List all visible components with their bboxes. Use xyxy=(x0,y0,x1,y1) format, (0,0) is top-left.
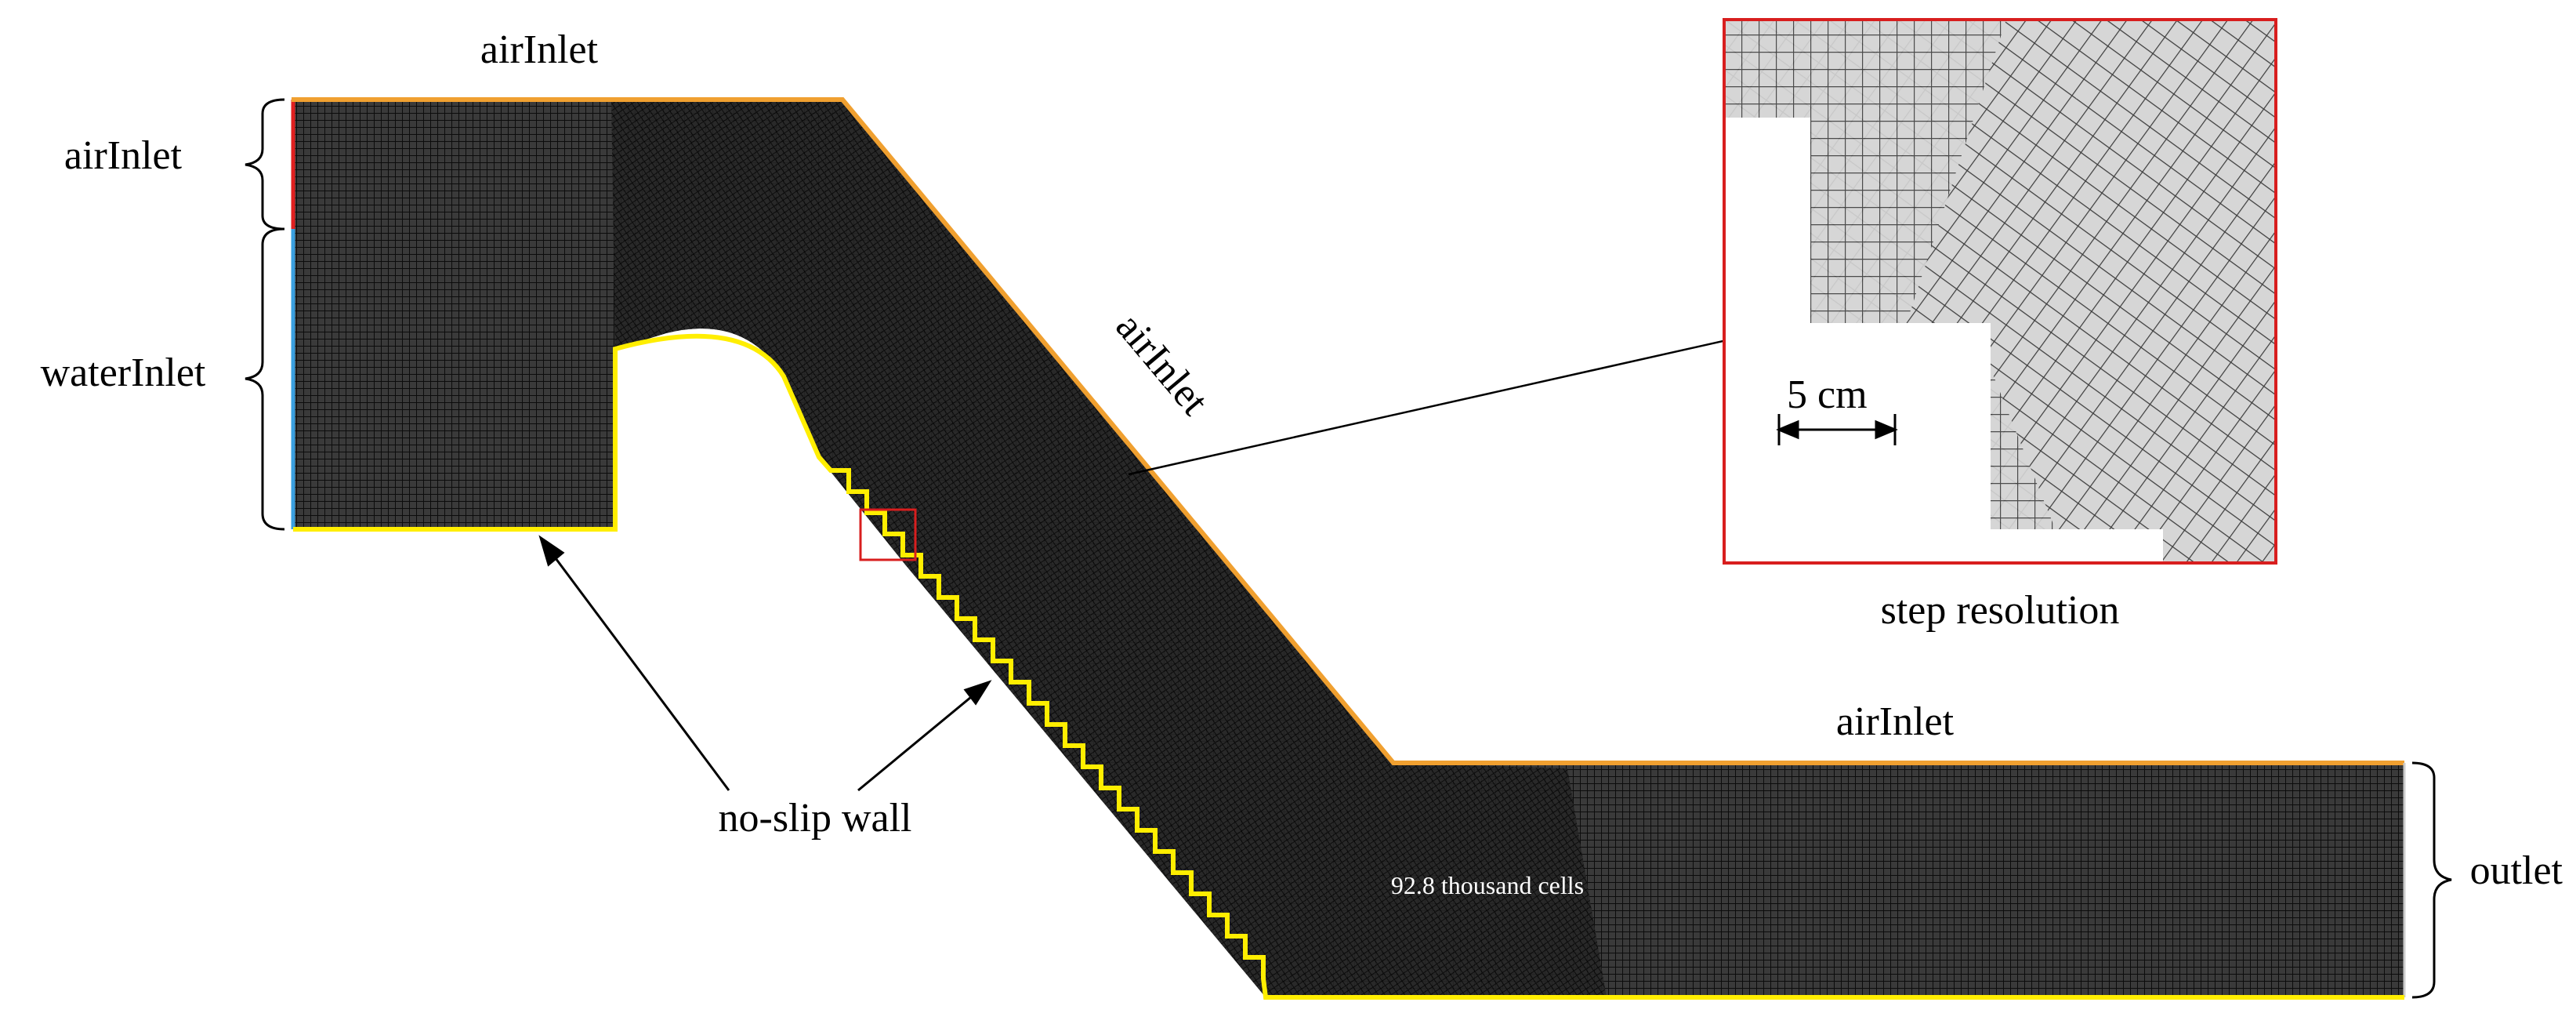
step-highlight-box xyxy=(859,508,917,561)
no-slip-wall-label: no-slip wall xyxy=(719,796,912,841)
air-inlet-top-boundary xyxy=(292,97,2404,765)
scale-bar xyxy=(1776,414,1898,445)
no-slip-wall-arrows xyxy=(538,535,992,792)
step-resolution-inset: 5 cm step resolution xyxy=(1723,18,2277,633)
no-slip-wall-boundary xyxy=(293,333,2404,1000)
inset-frame xyxy=(1723,18,2277,565)
water-inlet-brace xyxy=(245,227,285,531)
outlet-brace xyxy=(2411,761,2452,999)
inset-leader-line xyxy=(1128,320,1811,476)
air-inlet-left-label: airInlet xyxy=(64,133,183,178)
boundaries xyxy=(291,97,2406,1000)
step-resolution-caption: step resolution xyxy=(1881,588,2120,633)
air-inlet-bottom-label: airInlet xyxy=(1836,699,1955,744)
air-inlet-slope-label: airInlet xyxy=(1107,305,1218,424)
cell-count-label: 92.8 thousand cells xyxy=(1391,871,1584,899)
mesh-domain xyxy=(292,100,2404,997)
water-inlet-label: waterInlet xyxy=(41,350,206,395)
inset-step-solid xyxy=(1724,118,2163,563)
mesh-region-chute xyxy=(611,100,1607,997)
air-inlet-brace xyxy=(245,98,285,231)
outlet-label: outlet xyxy=(2470,848,2563,893)
scale-label: 5 cm xyxy=(1787,372,1868,417)
air-inlet-top-label: airInlet xyxy=(480,27,599,72)
